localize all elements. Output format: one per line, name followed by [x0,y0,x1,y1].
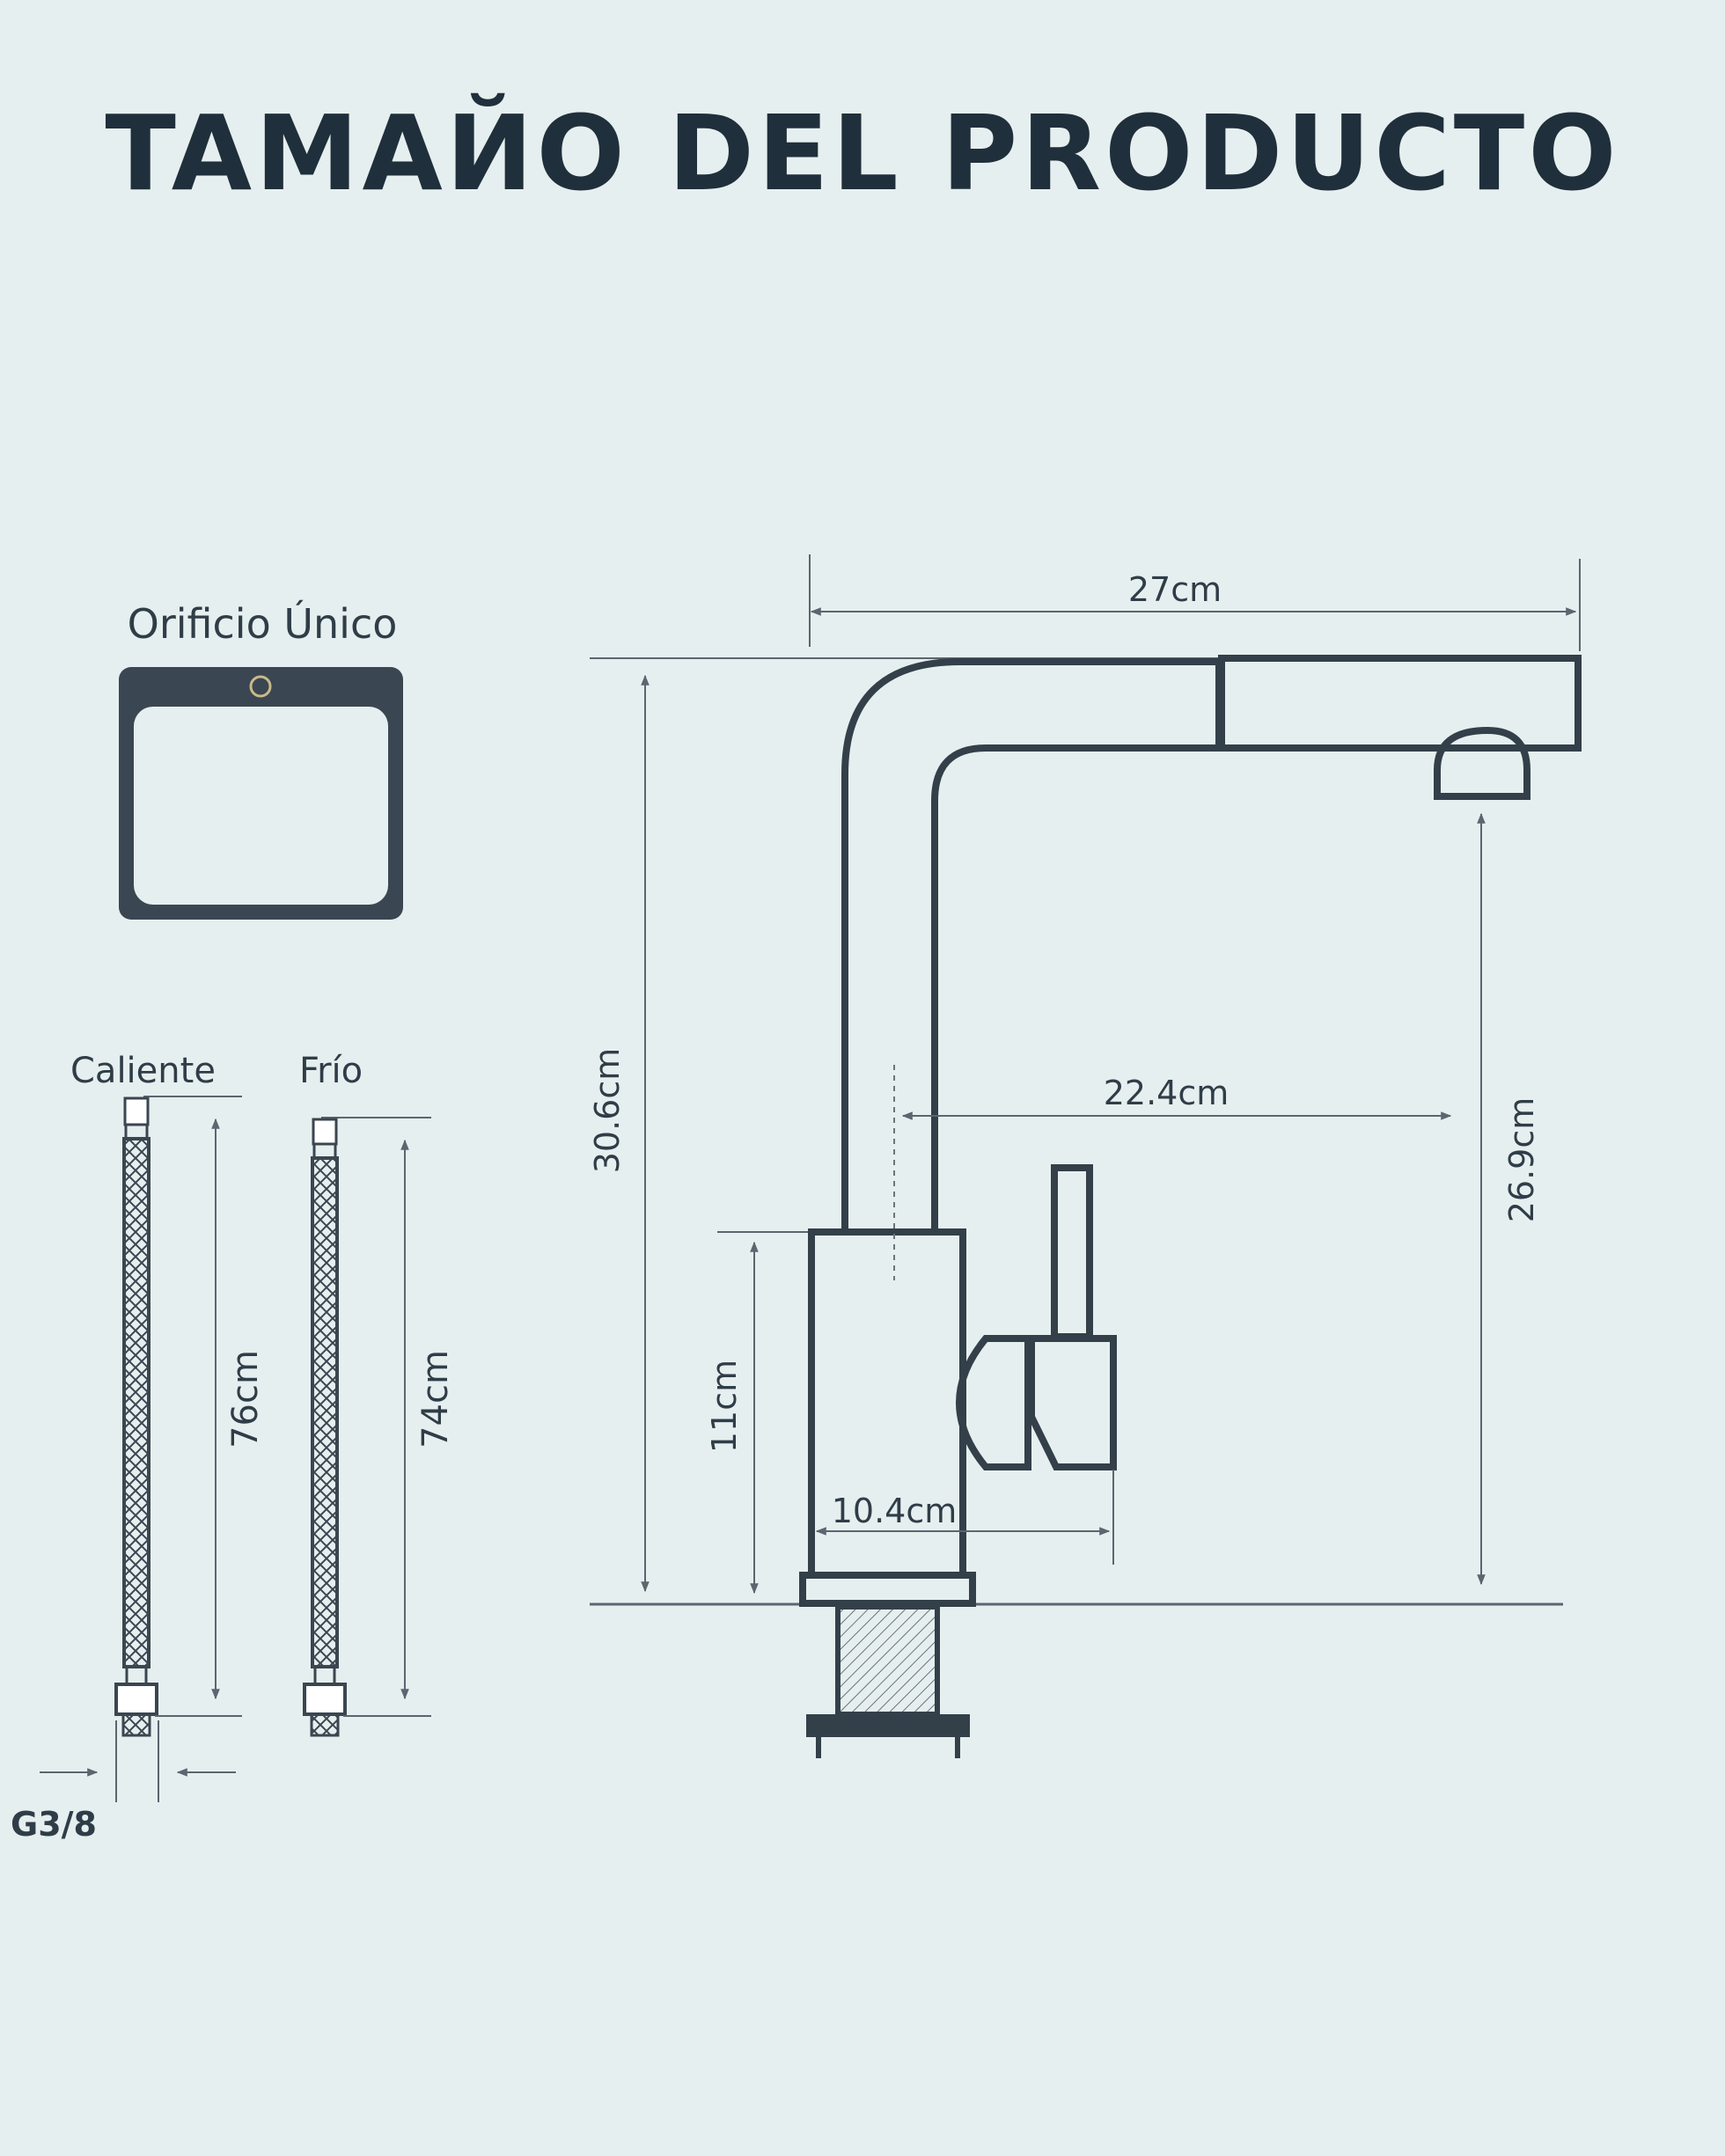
aerator [1434,726,1530,800]
handle-lever [1051,1164,1093,1340]
handle-base [1028,1335,1117,1470]
sink-diagram: Orificio Único [119,600,403,920]
total-height-label: 30.6cm [588,1048,627,1174]
body-height-label: 11cm [705,1360,744,1453]
mounting-shank [835,1604,940,1717]
handle-cartridge [956,1335,1031,1470]
cold-hose: 74cm [303,1117,456,1737]
base-width-label: 10.4cm [832,1492,958,1530]
sink-basin [134,707,388,905]
thread-size-label: G3/8 [11,1805,97,1844]
faucet-hole-icon [249,675,272,698]
pull-out-spray-head [1218,655,1582,752]
sink-label: Orificio Único [128,600,398,648]
reach-label: 22.4cm [1104,1074,1230,1112]
cold-hose-length-label: 74cm [415,1350,456,1448]
spout-clearance-label: 26.9cm [1502,1097,1541,1223]
thread-dimension: G3/8 [11,1720,236,1844]
hoses-diagram: Caliente Frío 76cm 74cm [11,1051,456,1844]
hot-hose-label: Caliente [70,1051,216,1091]
faucet-spout [841,658,1222,1232]
faucet-diagram: 27cm 30.6cm 22.4cm 26.9cm 11cm 10.4cm [588,554,1582,1758]
page-title: TAMAЙO DEL PRODUCTO [105,92,1620,214]
mounting-nut [806,1714,970,1737]
faucet-base-plate [799,1572,976,1607]
total-width-label: 27cm [1128,570,1222,609]
hot-hose: 76cm [114,1096,266,1737]
cold-hose-label: Frío [299,1051,363,1091]
hot-hose-length-label: 76cm [225,1350,266,1448]
